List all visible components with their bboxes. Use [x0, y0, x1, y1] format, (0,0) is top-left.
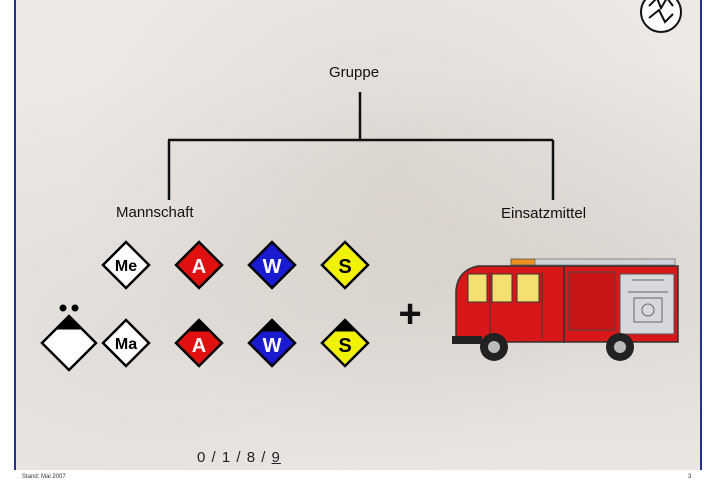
current-page-link[interactable]: 9 — [271, 449, 281, 466]
fire-truck-icon — [452, 258, 679, 361]
diamond-s-text: S — [338, 256, 351, 278]
diamond-a: A — [174, 240, 224, 290]
plus-sign: + — [398, 292, 421, 336]
diamond-w-leader: W — [247, 318, 297, 368]
slide: Me A W S Ma A — [14, 0, 702, 470]
org-tree-lines — [167, 92, 555, 200]
diamond-s-leader-text: S — [338, 335, 351, 357]
slide-navigation: 0 / 1 / 8 / 9 — [197, 449, 281, 466]
diamond-a-leader-text: A — [192, 335, 206, 357]
diamond-w-leader-text: W — [263, 335, 282, 357]
diamond-w-text: W — [263, 256, 282, 278]
emblem-icon — [640, 0, 682, 33]
diamond-ma: Ma — [101, 318, 151, 368]
group-leader-symbol — [40, 304, 98, 372]
diamond-a-leader: A — [174, 318, 224, 368]
diagram-canvas: Me A W S Ma A — [40, 0, 682, 372]
crew-label: Mannschaft — [116, 204, 194, 221]
footer-date: Stand: Mai 2007 — [22, 474, 66, 480]
equipment-label: Einsatzmittel — [501, 205, 587, 222]
group-label: Gruppe — [329, 64, 380, 81]
diamond-a-text: A — [192, 256, 206, 278]
footer-page-number: 3 — [688, 474, 692, 480]
diamond-s-leader: S — [320, 318, 370, 368]
diamond-me-text: Me — [115, 258, 137, 275]
page-sequence: 0 / 1 / 8 / — [197, 449, 272, 466]
diamond-w: W — [247, 240, 297, 290]
diamond-s: S — [320, 240, 370, 290]
diamond-me: Me — [101, 240, 151, 290]
diamond-ma-text: Ma — [115, 336, 137, 353]
